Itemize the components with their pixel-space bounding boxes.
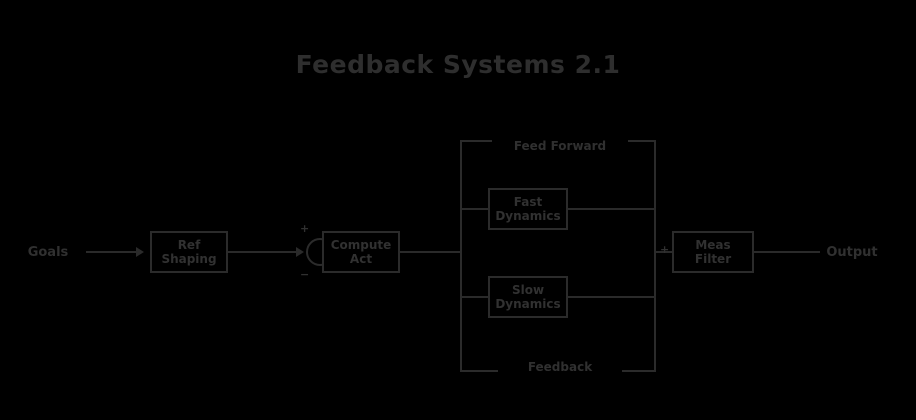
parallel-branch-group xyxy=(460,140,656,372)
block-sensor-filter[interactable]: Meas Filter xyxy=(672,231,754,273)
block-reference-shaping[interactable]: Ref Shaping xyxy=(150,231,228,273)
block-reference-shaping-line1: Ref xyxy=(177,238,201,252)
page-title: Feedback Systems 2.1 xyxy=(295,50,621,79)
block-controller-line1: Compute xyxy=(330,238,392,252)
block-plant-dynamics[interactable]: Slow Dynamics xyxy=(488,276,568,318)
arrowhead-into-sum-left xyxy=(296,247,304,257)
connector-sensor-filter-to-output xyxy=(754,251,820,253)
arrowhead-into-ref-shaping xyxy=(136,247,144,257)
block-plant-dynamics-line1: Slow xyxy=(511,283,545,297)
connector-ref-shaping-to-sum xyxy=(228,251,300,253)
branch-label-feed-forward: Feed Forward xyxy=(492,139,628,153)
sum-sign-left-plus: + xyxy=(300,222,310,235)
block-controller-line2: Act xyxy=(349,252,373,266)
block-actuator-dynamics-line2: Dynamics xyxy=(495,209,561,223)
branch-label-feedback: Feedback xyxy=(498,360,622,374)
block-sensor-filter-line2: Filter xyxy=(694,252,732,266)
block-actuator-dynamics[interactable]: Fast Dynamics xyxy=(488,188,568,230)
block-plant-dynamics-line2: Dynamics xyxy=(495,297,561,311)
sum-sign-left-minus: − xyxy=(300,268,310,281)
block-sensor-filter-line1: Meas xyxy=(695,238,731,252)
connector-controller-to-parallel xyxy=(400,251,462,253)
stub-right-fast-dynamics xyxy=(568,208,656,210)
block-controller[interactable]: Compute Act xyxy=(322,231,400,273)
stub-right-slow-dynamics xyxy=(568,296,656,298)
sum-sign-right-plus: + xyxy=(660,243,670,256)
stub-left-slow-dynamics xyxy=(462,296,490,298)
block-actuator-dynamics-line1: Fast xyxy=(513,195,543,209)
block-reference-shaping-line2: Shaping xyxy=(161,252,217,266)
stub-left-fast-dynamics xyxy=(462,208,490,210)
output-label: Output xyxy=(826,245,878,260)
connector-input-to-ref-shaping xyxy=(86,251,138,253)
input-label: Goals xyxy=(27,245,69,260)
